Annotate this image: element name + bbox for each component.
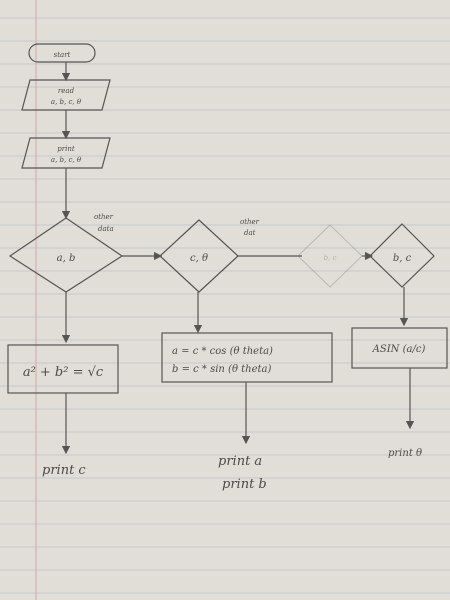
decision-b-c: b, c — [369, 223, 435, 288]
asin-formula: ASIN (a/c) — [372, 344, 426, 355]
print-input-node: print a, b, c, θ — [21, 137, 111, 169]
process-polar: a = c * cos (θ theta) b = c * sin (θ the… — [161, 332, 333, 383]
edge-label-other-1: other — [94, 213, 114, 221]
read-label: read — [58, 87, 75, 95]
erased-decision-label: b, c — [324, 254, 337, 262]
read-vars-label: a, b, c, θ — [51, 98, 82, 106]
decision-c-theta: c, θ — [159, 219, 239, 293]
decision-c-theta-label: c, θ — [190, 253, 208, 264]
print-vars-label: a, b, c, θ — [51, 156, 82, 164]
edge-label-data-1: data — [98, 225, 114, 233]
ruled-lines — [0, 17, 450, 594]
output-print-theta: print θ — [388, 448, 422, 459]
output-print-c: print c — [42, 463, 86, 478]
pythagoras-formula: a² + b² = √c — [23, 365, 104, 380]
output-print-b: print b — [222, 477, 267, 492]
process-pythagoras: a² + b² = √c — [7, 344, 119, 394]
read-input-node: read a, b, c, θ — [21, 79, 111, 111]
decision-a-b-label: a, b — [57, 253, 76, 264]
print-label: print — [57, 145, 75, 153]
start-label: start — [54, 51, 71, 59]
edge-label-data-2: dat — [244, 229, 256, 237]
process-asin: ASIN (a/c) — [351, 327, 448, 369]
polar-formula-b: b = c * sin (θ theta) — [172, 364, 272, 375]
output-print-a: print a — [218, 454, 262, 469]
edge-label-other-2: other — [240, 218, 260, 226]
start-terminal: start — [28, 43, 96, 63]
erased-decision: b, c — [297, 224, 363, 288]
polar-formula-a: a = c * cos (θ theta) — [172, 346, 273, 357]
decision-a-b: a, b — [8, 217, 124, 293]
decision-b-c-label: b, c — [393, 253, 412, 264]
flow-connectors — [61, 62, 415, 455]
